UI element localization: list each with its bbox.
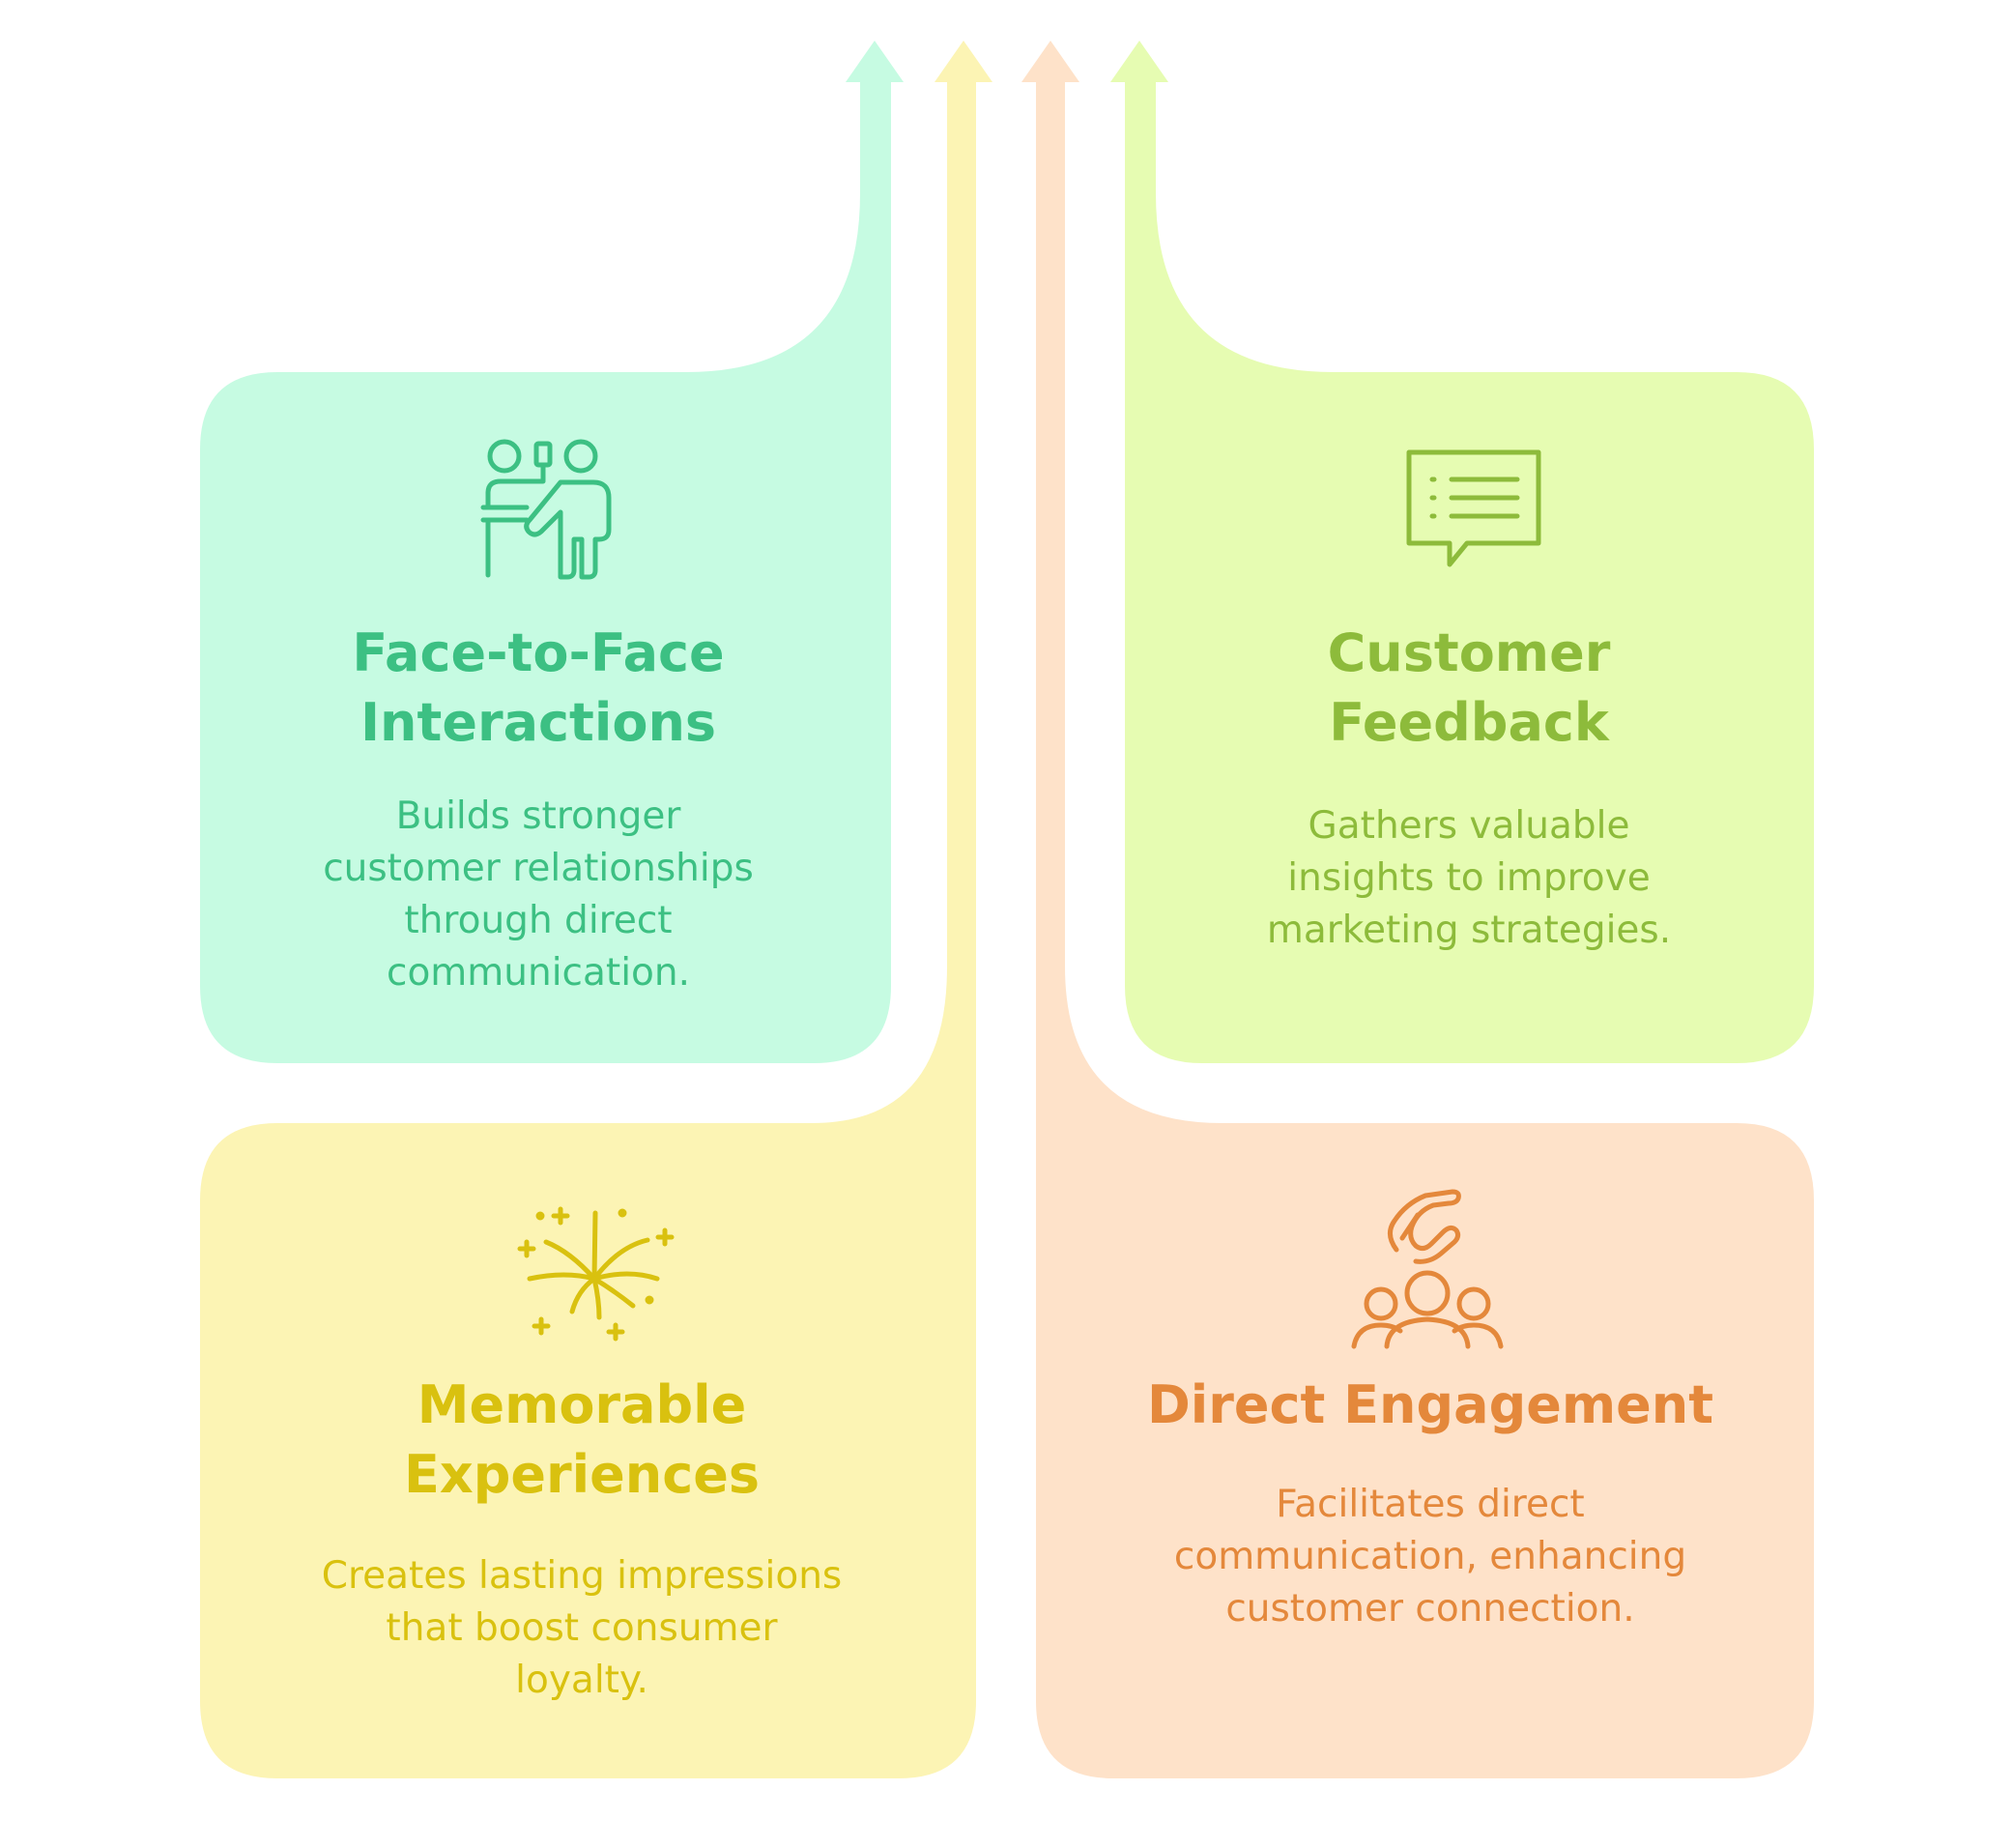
- firework-icon: [512, 1194, 681, 1348]
- chat-bubble-icon: [1401, 445, 1546, 575]
- direct-engagement-desc-line2: communication, enhancing: [1173, 1535, 1687, 1578]
- direct-engagement-desc-line1: Facilitates direct: [1276, 1483, 1585, 1526]
- face-to-face-desc-line2: customer relationships: [323, 847, 754, 890]
- customer-feedback-desc-line2: insights to improve: [1287, 856, 1651, 900]
- face-to-face-title-line2: Interactions: [359, 692, 717, 753]
- face-to-face-title-line1: Face-to-Face: [352, 622, 725, 683]
- memorable-desc: Creates lasting impressions that boost c…: [229, 1550, 935, 1707]
- face-to-face-desc: Builds stronger customer relationships t…: [229, 791, 848, 999]
- face-to-face-card-shape: [200, 41, 904, 1063]
- presenter-icon: [474, 435, 618, 580]
- direct-engagement-title: Direct Engagement: [1082, 1371, 1778, 1440]
- customer-feedback-desc-line3: marketing strategies.: [1266, 909, 1672, 952]
- memorable-title: Memorable Experiences: [229, 1371, 935, 1510]
- customer-feedback-title-line1: Customer: [1327, 622, 1611, 683]
- memorable-text: Memorable Experiences Creates lasting im…: [229, 1371, 935, 1707]
- customer-feedback-text: Customer Feedback Gathers valuable insig…: [1150, 619, 1788, 957]
- direct-engagement-desc: Facilitates direct communication, enhanc…: [1082, 1479, 1778, 1635]
- face-to-face-desc-line3: through direct: [404, 899, 673, 942]
- memorable-title-line2: Experiences: [404, 1444, 760, 1505]
- memorable-desc-line3: loyalty.: [515, 1659, 648, 1702]
- memorable-card-shape: [200, 41, 992, 1778]
- face-to-face-text: Face-to-Face Interactions Builds stronge…: [229, 619, 848, 999]
- memorable-desc-line2: that boost consumer: [386, 1606, 778, 1650]
- direct-engagement-desc-line3: customer connection.: [1225, 1587, 1635, 1631]
- customer-feedback-desc: Gathers valuable insights to improve mar…: [1150, 800, 1788, 957]
- customer-feedback-title-line2: Feedback: [1329, 692, 1609, 753]
- direct-engagement-text: Direct Engagement Facilitates direct com…: [1082, 1371, 1778, 1635]
- direct-engagement-card-shape: [1021, 41, 1814, 1778]
- memorable-title-line1: Memorable: [417, 1374, 747, 1435]
- customer-feedback-desc-line1: Gathers valuable: [1308, 804, 1630, 848]
- customer-feedback-title: Customer Feedback: [1150, 619, 1788, 758]
- hand-group-icon: [1348, 1184, 1508, 1353]
- face-to-face-title: Face-to-Face Interactions: [229, 619, 848, 758]
- memorable-desc-line1: Creates lasting impressions: [321, 1554, 843, 1598]
- face-to-face-desc-line1: Builds stronger: [395, 794, 681, 838]
- direct-engagement-title-line1: Direct Engagement: [1146, 1374, 1714, 1435]
- face-to-face-desc-line4: communication.: [387, 951, 690, 995]
